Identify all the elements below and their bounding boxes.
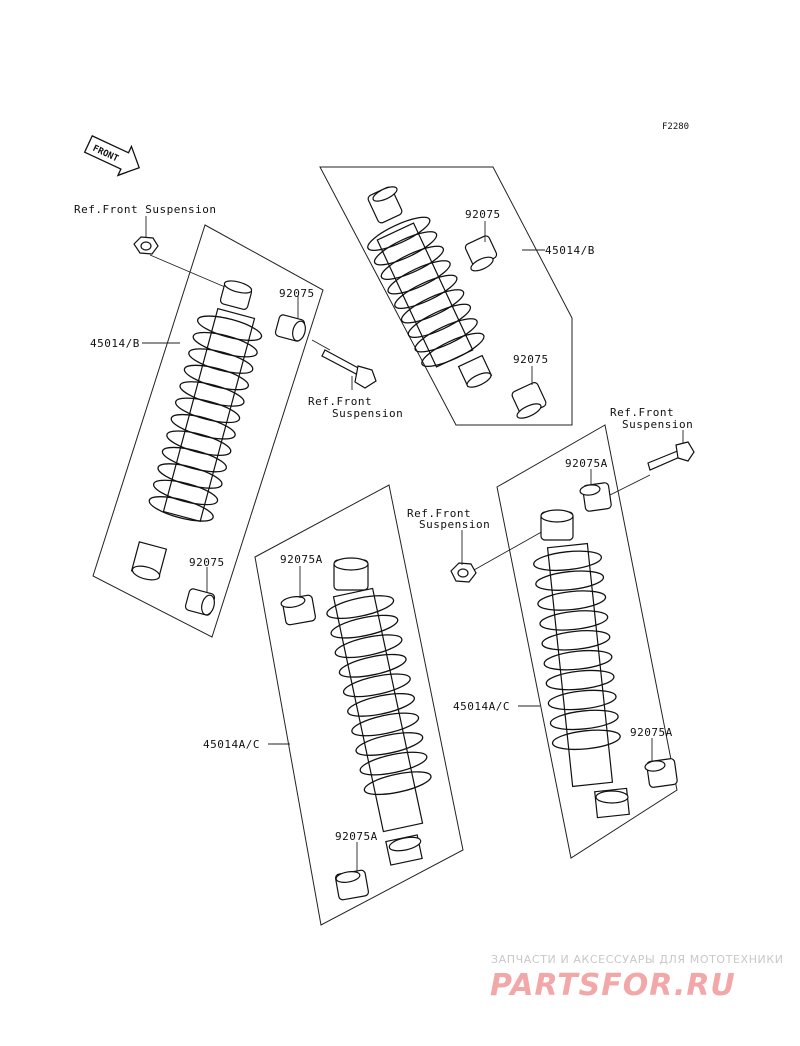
frame-right-shock (496, 424, 678, 859)
label-ref-mid-line2: Suspension (332, 407, 403, 420)
bolt-right (647, 441, 695, 471)
shock-absorber-right (473, 509, 630, 819)
bushing-top-upper (464, 235, 498, 272)
shock-absorber-center (326, 557, 432, 866)
bushing-left-top (274, 314, 306, 342)
label-ref-right-line2: Suspension (622, 418, 693, 431)
flange-nut-center (450, 562, 477, 583)
bushing-right-bottom (644, 758, 678, 788)
label-bushing-center-bottom: 92075A (335, 830, 378, 843)
bushing-top-lower (511, 382, 547, 419)
label-ref-right-line1: Ref.Front (610, 406, 674, 419)
watermark-brand: PARTSFOR.RU (490, 968, 736, 1003)
label-shock-right: 45014A/C (453, 700, 510, 713)
label-ref-front-suspension-top-left: Ref.Front Suspension (74, 203, 216, 216)
label-bushing-right-top: 92075A (565, 457, 608, 470)
label-bushing-top-lower: 92075 (513, 353, 549, 366)
label-ref-center-line1: Ref.Front (407, 507, 471, 520)
shock-absorber-top (367, 186, 493, 388)
flange-nut-left (133, 236, 159, 255)
bolt-left (311, 339, 377, 389)
label-bushing-top-upper: 92075 (465, 208, 501, 221)
bushing-center-bottom (335, 869, 369, 901)
label-shock-left: 45014/B (90, 337, 140, 350)
shock-absorber-left (130, 254, 263, 581)
label-bushing-left-top: 92075 (279, 287, 315, 300)
label-shock-center: 45014A/C (203, 738, 260, 751)
front-arrow-icon: FRONT (83, 134, 141, 177)
label-shock-top: 45014/B (545, 244, 595, 257)
label-ref-center-line2: Suspension (419, 518, 490, 531)
watermark-tagline: ЗАПЧАСТИ И АКСЕССУАРЫ ДЛЯ МОТОТЕХНИКИ (491, 953, 784, 966)
label-bushing-center-top: 92075A (280, 553, 323, 566)
label-bushing-right-bottom: 92075A (630, 726, 673, 739)
frame-left-shock (92, 224, 324, 638)
label-bushing-left-bottom: 92075 (189, 556, 225, 569)
frame-center-shock (254, 484, 464, 926)
bushing-right-top (579, 474, 651, 512)
label-ref-mid-line1: Ref.Front (308, 395, 372, 408)
bushing-left-bottom (184, 588, 216, 616)
bushing-center-top (280, 594, 316, 626)
diagram-code: F2280 (662, 122, 689, 132)
frame-top-shock (319, 166, 573, 426)
